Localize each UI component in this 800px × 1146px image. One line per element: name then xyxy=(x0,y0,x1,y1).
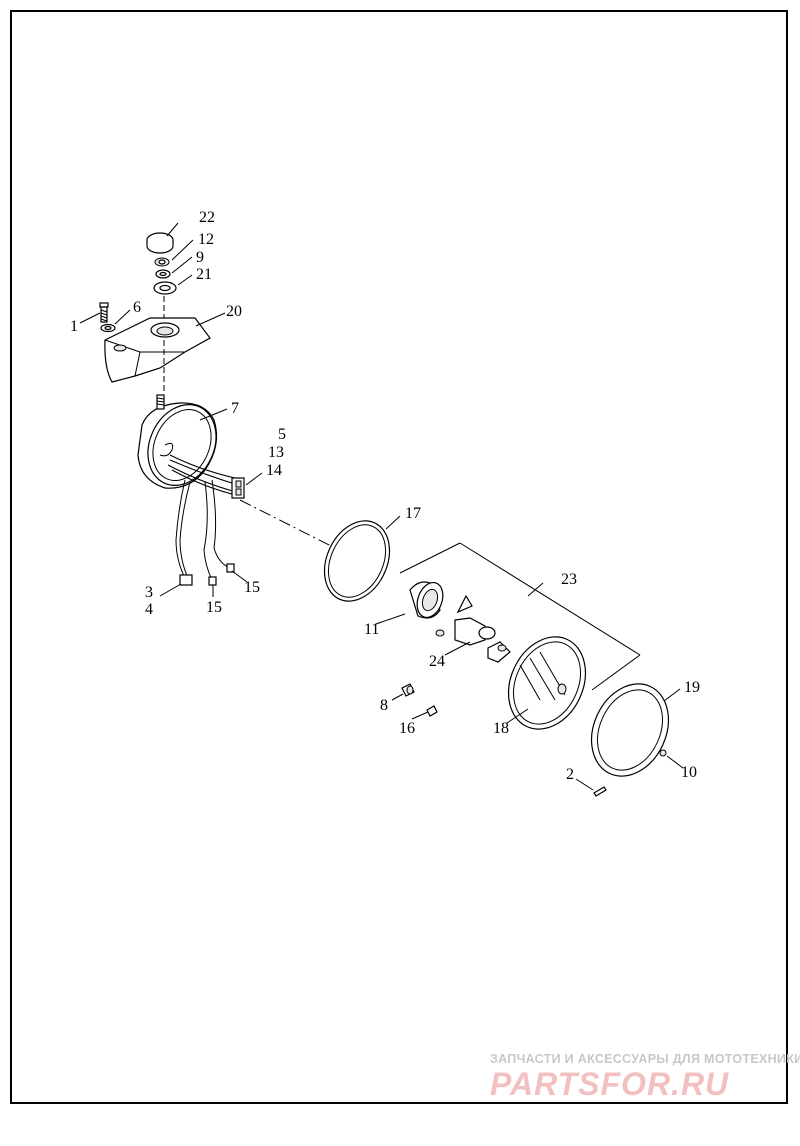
part-2-screw xyxy=(593,786,607,797)
callout-23: 23 xyxy=(561,571,577,588)
part-17-gasket xyxy=(323,520,391,602)
callout-20: 20 xyxy=(226,303,242,320)
callout-1: 1 xyxy=(70,318,78,335)
part-21-washer xyxy=(153,281,177,295)
callout-7: 7 xyxy=(231,400,239,417)
callout-10: 10 xyxy=(681,764,697,781)
callout-16: 16 xyxy=(399,720,415,737)
callout-24: 24 xyxy=(429,653,445,670)
part-15-terminal-a xyxy=(208,576,217,586)
part-15-terminal-b xyxy=(226,563,235,573)
callout-13: 13 xyxy=(268,444,284,461)
callout-21: 21 xyxy=(196,266,212,283)
part-19-trim-ring xyxy=(590,683,670,777)
part-11-socket xyxy=(409,581,444,619)
callout-9: 9 xyxy=(196,249,204,266)
callout-22: 22 xyxy=(199,209,215,226)
part-14-connector xyxy=(231,477,245,499)
watermark-logo: PARTSFOR.RU xyxy=(490,1066,730,1102)
part-10-nut xyxy=(659,749,667,757)
part-20-bracket xyxy=(104,317,211,383)
callout-15-a: 15 xyxy=(206,599,222,616)
leader-lines xyxy=(79,222,684,791)
callout-2: 2 xyxy=(566,766,574,783)
callout-17: 17 xyxy=(405,505,421,522)
part-24-bulb xyxy=(435,594,496,646)
part-8-bulb-socket xyxy=(401,683,415,697)
callout-labels: 22 12 9 21 20 1 6 7 5 13 14 17 23 11 24 … xyxy=(70,209,700,783)
watermark-tagline: ЗАПЧАСТИ И АКСЕССУАРЫ ДЛЯ МОТОТЕХНИКИ xyxy=(490,1052,800,1066)
callout-11: 11 xyxy=(364,621,379,638)
part-22-cap xyxy=(146,232,174,254)
callout-4: 4 xyxy=(145,601,153,618)
part-12-nut xyxy=(154,257,170,267)
callout-12: 12 xyxy=(198,231,214,248)
wiring-harness xyxy=(167,454,241,581)
callout-19: 19 xyxy=(684,679,700,696)
bulb-retainer-clip xyxy=(487,641,511,663)
callout-5: 5 xyxy=(278,426,286,443)
callout-3: 3 xyxy=(145,584,153,601)
part-9-washer xyxy=(155,269,171,279)
callout-6: 6 xyxy=(133,299,141,316)
callout-15-b: 15 xyxy=(244,579,260,596)
part-6-washer xyxy=(100,323,116,333)
callout-18: 18 xyxy=(493,720,509,737)
drawing-frame xyxy=(10,10,788,1104)
part-18-headlamp-unit xyxy=(507,636,587,730)
part-7-headlamp-housing xyxy=(137,394,218,489)
part-3-4-connector xyxy=(179,574,193,586)
part-16-bulb xyxy=(426,705,438,717)
callout-14: 14 xyxy=(266,462,282,479)
part-1-bolt xyxy=(99,302,109,323)
assembly-23-bracket-lines xyxy=(399,542,641,691)
callout-8: 8 xyxy=(380,697,388,714)
